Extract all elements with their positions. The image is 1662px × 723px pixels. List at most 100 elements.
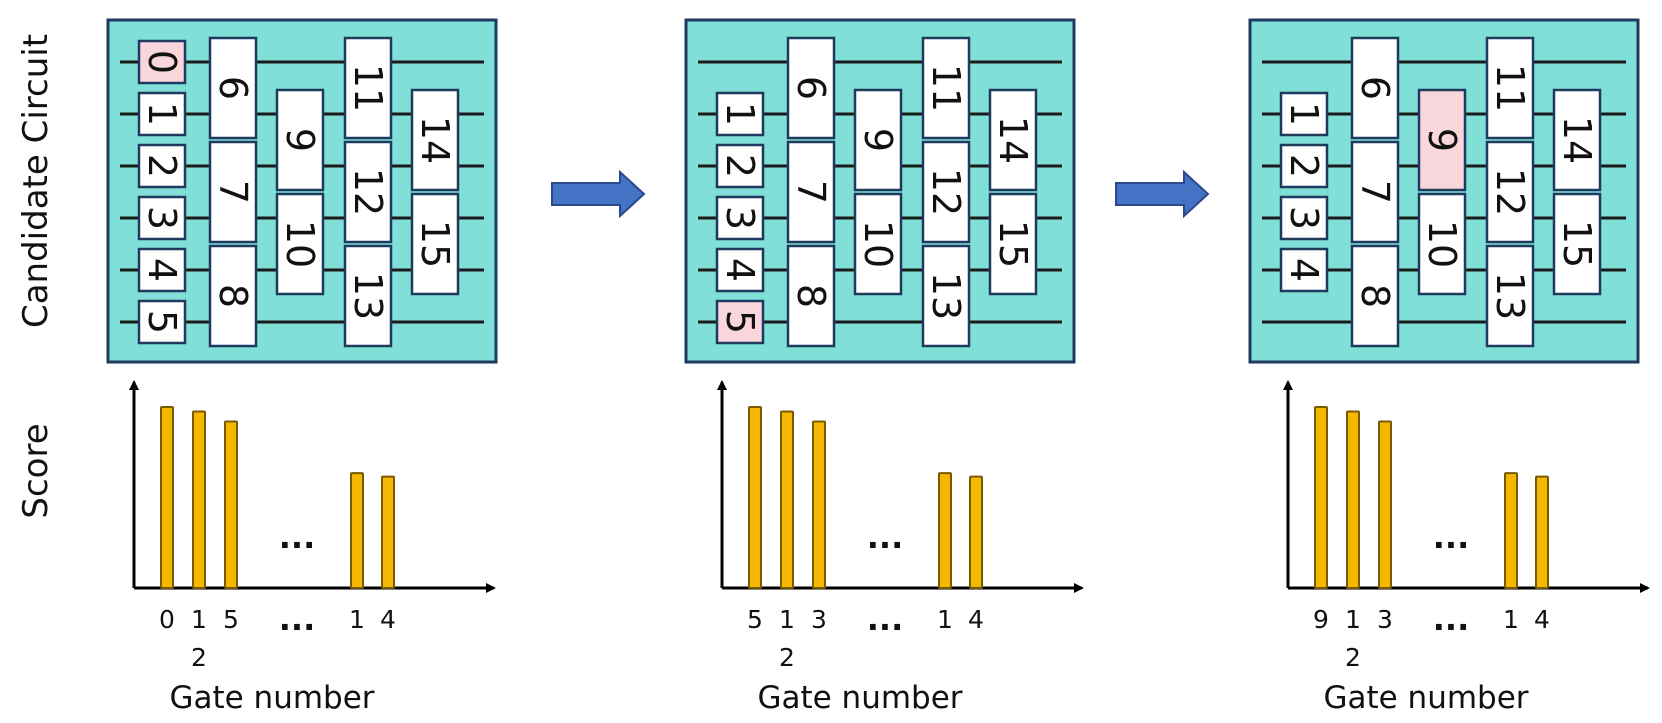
step-arrow-2 bbox=[1115, 169, 1210, 219]
gate-12: 12 bbox=[343, 140, 393, 244]
gate-6: 6 bbox=[1350, 36, 1400, 140]
x-axis-label: Gate number bbox=[757, 680, 962, 716]
gate-label: 3 bbox=[718, 206, 762, 230]
bar-ellipsis: ... bbox=[279, 518, 315, 556]
gate-label: 1 bbox=[718, 102, 762, 126]
gate-label: 11 bbox=[924, 64, 968, 112]
gate-3: 3 bbox=[715, 195, 765, 241]
score-bar-2 bbox=[812, 420, 826, 590]
gate-13: 13 bbox=[1485, 244, 1535, 348]
gate-box bbox=[1350, 244, 1400, 348]
score-bar-3 bbox=[1504, 472, 1518, 589]
gate-label: 3 bbox=[1282, 206, 1326, 230]
tick-ellipsis: ... bbox=[279, 600, 315, 638]
gate-14: 14 bbox=[988, 88, 1038, 192]
gate-label: 12 bbox=[346, 168, 390, 216]
gate-4: 4 bbox=[1279, 247, 1329, 293]
gate-8: 8 bbox=[1350, 244, 1400, 348]
gate-box bbox=[208, 244, 258, 348]
gate-label: 12 bbox=[1488, 168, 1532, 216]
gate-box bbox=[715, 247, 765, 293]
gate-label: 5 bbox=[718, 310, 762, 334]
tick-ellipsis: ... bbox=[1433, 600, 1469, 638]
gate-5: 5 bbox=[715, 299, 765, 345]
tick-label-1-line2: 2 bbox=[1345, 643, 1361, 672]
bar-ellipsis: ... bbox=[1433, 518, 1469, 556]
gate-label: 7 bbox=[1353, 180, 1397, 204]
gate-box bbox=[1279, 91, 1329, 137]
gate-11: 11 bbox=[921, 36, 971, 140]
gate-label: 9 bbox=[1420, 128, 1464, 152]
gate-box bbox=[1485, 36, 1535, 140]
gate-label: 6 bbox=[1353, 76, 1397, 100]
step-arrows bbox=[551, 169, 1210, 219]
gate-label: 3 bbox=[140, 206, 184, 230]
tick-label-3: 1 bbox=[937, 605, 953, 634]
gate-box bbox=[1350, 36, 1400, 140]
tick-label-1-line2: 2 bbox=[779, 643, 795, 672]
score-bar-1 bbox=[192, 410, 206, 589]
gate-box bbox=[137, 299, 187, 345]
tick-ellipsis: ... bbox=[867, 600, 903, 638]
gate-7: 7 bbox=[208, 140, 258, 244]
gate-label: 12 bbox=[924, 168, 968, 216]
gate-label: 1 bbox=[140, 102, 184, 126]
gate-label: 8 bbox=[789, 284, 833, 308]
gate-6: 6 bbox=[786, 36, 836, 140]
gate-label: 0 bbox=[140, 50, 184, 74]
gate-label: 9 bbox=[856, 128, 900, 152]
gate-label: 9 bbox=[278, 128, 322, 152]
gate-label: 11 bbox=[1488, 64, 1532, 112]
gate-box bbox=[343, 140, 393, 244]
gate-box bbox=[137, 195, 187, 241]
gate-15: 15 bbox=[1552, 192, 1602, 296]
gate-13: 13 bbox=[921, 244, 971, 348]
gate-7: 7 bbox=[1350, 140, 1400, 244]
score-bar-4 bbox=[1535, 475, 1549, 589]
gate-label: 4 bbox=[718, 258, 762, 282]
gate-box bbox=[1279, 143, 1329, 189]
gate-label: 8 bbox=[211, 284, 255, 308]
gate-14: 14 bbox=[410, 88, 460, 192]
tick-label-2: 3 bbox=[1377, 605, 1393, 634]
gate-1: 1 bbox=[137, 91, 187, 137]
gate-label: 14 bbox=[413, 116, 457, 164]
tick-label-0: 5 bbox=[747, 605, 763, 634]
gate-box bbox=[715, 299, 765, 345]
gate-box bbox=[853, 192, 903, 296]
gate-7: 7 bbox=[786, 140, 836, 244]
gate-9: 9 bbox=[853, 88, 903, 192]
gate-11: 11 bbox=[1485, 36, 1535, 140]
gate-box bbox=[921, 36, 971, 140]
tick-label-4: 4 bbox=[968, 605, 984, 634]
gate-label: 1 bbox=[1282, 102, 1326, 126]
gate-box bbox=[786, 140, 836, 244]
gate-1: 1 bbox=[715, 91, 765, 137]
gate-box bbox=[786, 36, 836, 140]
gate-box bbox=[1485, 244, 1535, 348]
score-bar-2 bbox=[1378, 420, 1392, 590]
gate-5: 5 bbox=[137, 299, 187, 345]
tick-label-3: 1 bbox=[349, 605, 365, 634]
x-axis-label: Gate number bbox=[169, 680, 374, 716]
gate-box bbox=[275, 88, 325, 192]
gate-label: 15 bbox=[991, 220, 1035, 268]
score-bar-0 bbox=[1314, 406, 1328, 589]
tick-label-1: 1 bbox=[1345, 605, 1361, 634]
gate-box bbox=[715, 91, 765, 137]
gate-3: 3 bbox=[1279, 195, 1329, 241]
gate-box bbox=[137, 39, 187, 85]
gate-box bbox=[715, 143, 765, 189]
gate-12: 12 bbox=[921, 140, 971, 244]
gate-4: 4 bbox=[137, 247, 187, 293]
gate-box bbox=[1279, 195, 1329, 241]
gate-box bbox=[1279, 247, 1329, 293]
gate-box bbox=[786, 244, 836, 348]
gate-8: 8 bbox=[208, 244, 258, 348]
gate-2: 2 bbox=[715, 143, 765, 189]
gate-label: 2 bbox=[1282, 154, 1326, 178]
gate-box bbox=[208, 140, 258, 244]
